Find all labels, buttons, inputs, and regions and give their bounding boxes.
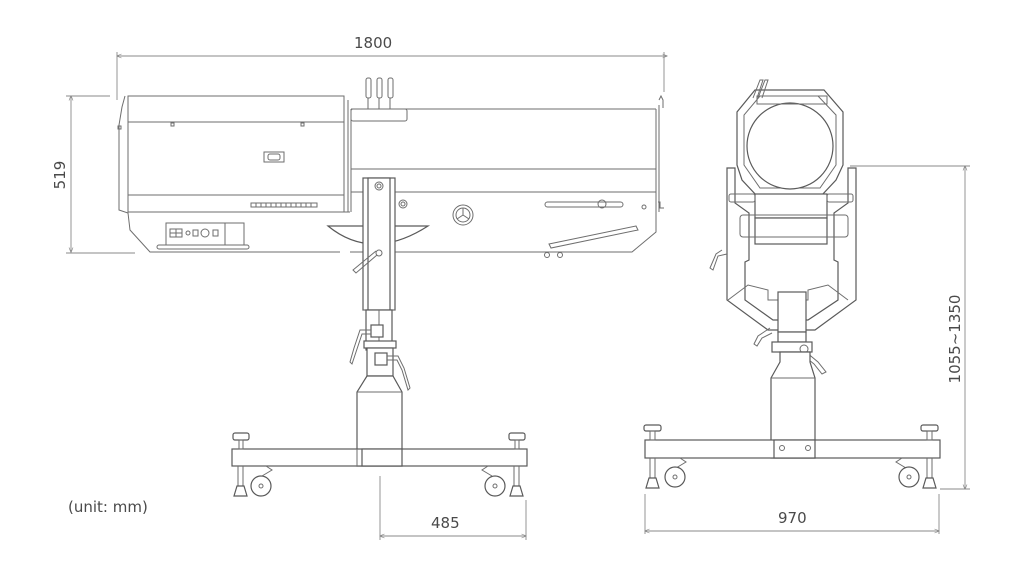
yoke xyxy=(326,177,431,311)
dimension-1800-line xyxy=(117,52,667,100)
base xyxy=(231,432,528,497)
base xyxy=(643,424,941,489)
dimension-label-body-height: 519 xyxy=(51,160,69,190)
dimension-height-line xyxy=(850,166,970,489)
fan-vent xyxy=(452,204,474,226)
filter-levers xyxy=(350,77,408,122)
vent-slots xyxy=(250,202,318,208)
casters xyxy=(664,457,920,488)
dimension-label-base-width: 970 xyxy=(778,509,807,527)
dimension-label-height-range: 1055~1350 xyxy=(946,294,964,384)
dimension-label-base-half-width: 485 xyxy=(431,514,460,532)
casters xyxy=(250,465,506,497)
lamp-housing xyxy=(117,95,350,253)
dimension-label-overall-length: 1800 xyxy=(354,34,393,52)
side-view xyxy=(66,52,667,540)
front-view xyxy=(643,79,970,534)
lens-front xyxy=(736,79,844,197)
lens-barrel xyxy=(350,94,664,258)
control-panel xyxy=(156,222,250,250)
tilt-handle xyxy=(352,249,383,274)
dimension-970-line xyxy=(645,494,939,534)
dimension-485-line xyxy=(380,476,526,540)
dimension-519-line xyxy=(66,96,135,254)
unit-note: (unit: mm) xyxy=(68,498,148,516)
column xyxy=(349,309,411,467)
yoke-arms xyxy=(709,167,857,331)
